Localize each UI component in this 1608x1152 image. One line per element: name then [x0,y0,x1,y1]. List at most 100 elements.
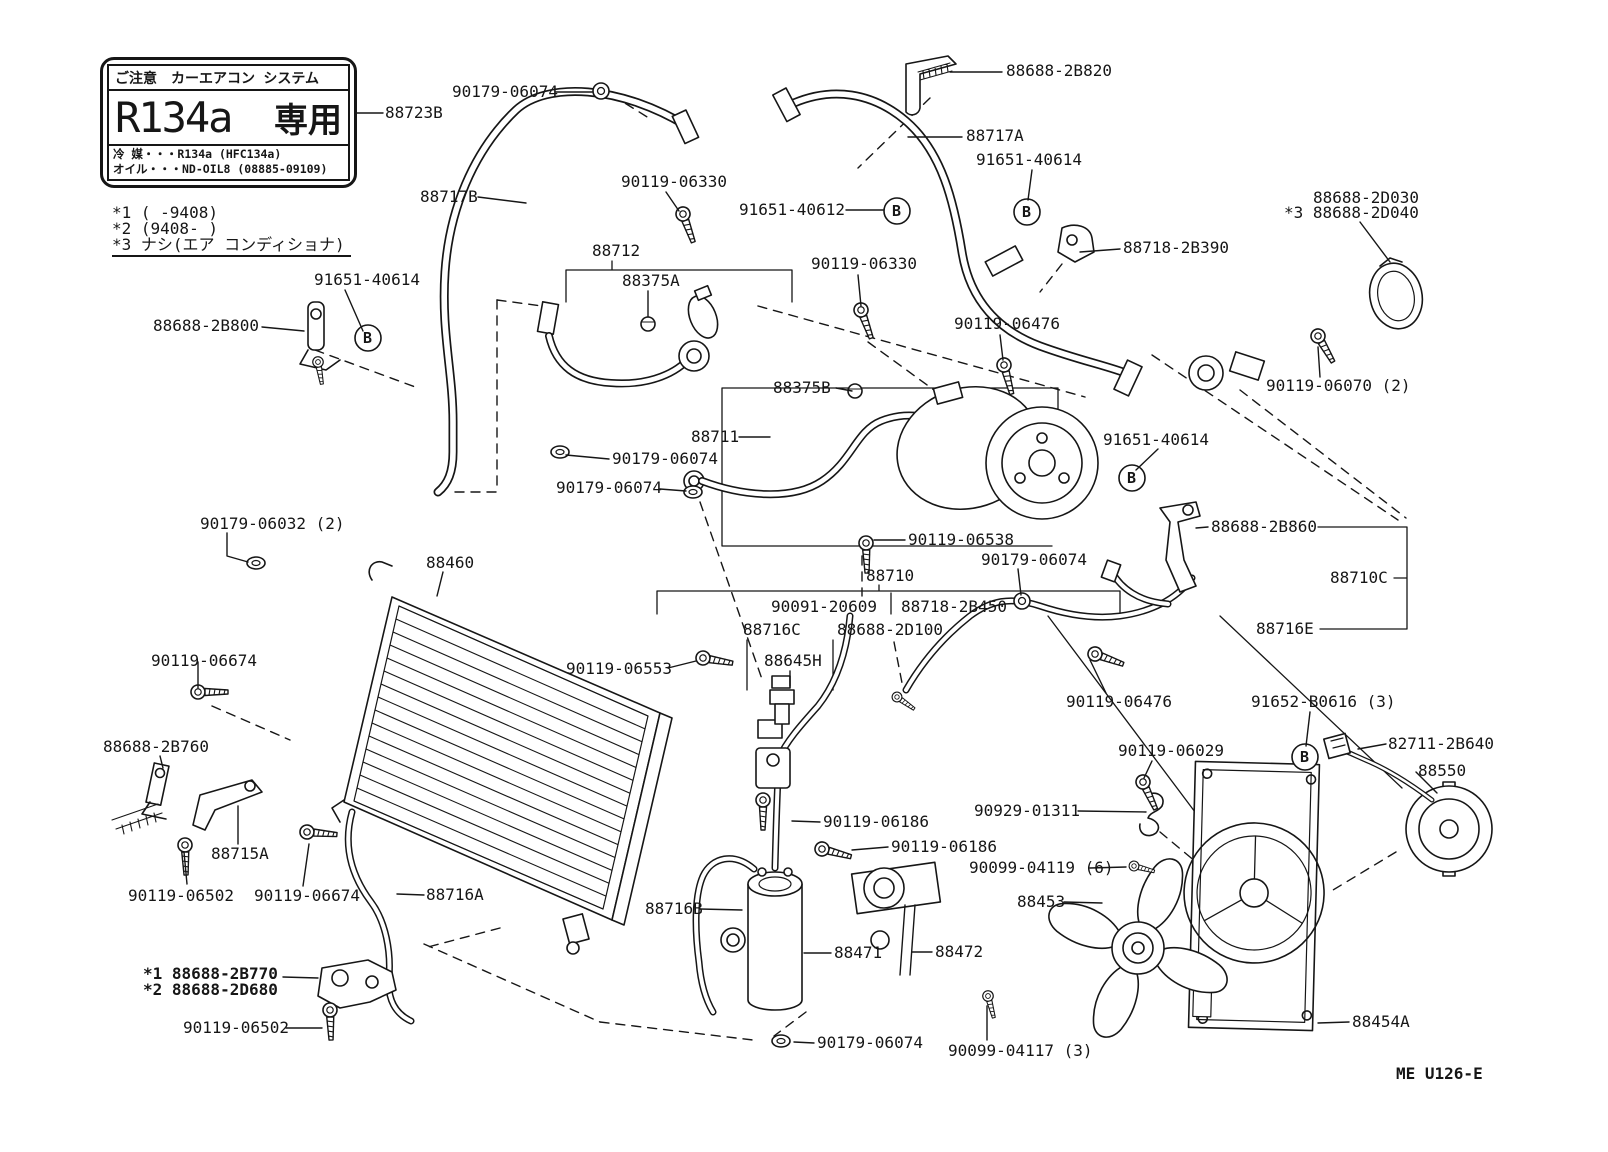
part-label-88716E: 88716E [1256,619,1314,638]
part-label-90119-06330: 90119-06330 [811,254,917,273]
part-label-88717B: 88717B [420,187,478,206]
part-label-88712: 88712 [592,241,641,260]
part-label-90119-06538: 90119-06538 [908,530,1014,549]
footnote-1: *1 ( -9408) [112,203,218,222]
part-label-90119-06476: 90119-06476 [1066,692,1172,711]
part-label-88688-2B760: 88688-2B760 [103,737,209,756]
marker-letter: B [363,329,372,347]
part-label-90179-06032-2-: 90179-06032 (2) [200,514,345,533]
part-label-88718-2B450: 88718-2B450 [901,597,1007,616]
part-label-90119-06674: 90119-06674 [254,886,360,905]
part-label-90099-04117-3-: 90099-04117 (3) [948,1041,1093,1060]
liquid-pipe-right [902,574,1196,694]
clamp-88716C [755,719,791,789]
part-label-91651-40614: 91651-40614 [976,150,1082,169]
part-label-90119-06674: 90119-06674 [151,651,257,670]
discharge-pipe-88717A [771,87,1143,397]
part-label-ME-U126-E: ME U126-E [1396,1064,1483,1083]
part-label-90179-06074: 90179-06074 [612,449,718,468]
leader-lines [159,71,1438,1044]
part-label--1-88688-2B770: *1 88688-2B770 [143,964,278,983]
bracket-88688-2B770 [317,959,397,1009]
part-label-88454A: 88454A [1352,1012,1410,1031]
bracket-88688-2B760 [141,762,170,820]
part-label-90179-06074: 90179-06074 [817,1033,923,1052]
pipe-union-fitting [1188,351,1266,391]
part-label-88711: 88711 [691,427,740,446]
condenser [331,560,673,955]
part-label-88716B: 88716B [645,899,703,918]
part-label-91651-40612: 91651-40612 [739,200,845,219]
part-label-91651-40614: 91651-40614 [314,270,420,289]
part-label-91652-B0616-3-: 91652-B0616 (3) [1251,692,1396,711]
part-label-88471: 88471 [834,943,883,962]
refrigerant-type: R134a [115,93,233,143]
refrigerant-spec-line: 冷 媒・・・R134a (HFC134a) [113,147,282,162]
motor-connector [1322,732,1352,760]
part-label-82711-2B640: 82711-2B640 [1388,734,1494,753]
drier-inlet-pipe [771,612,854,872]
part-label-88688-2B860: 88688-2B860 [1211,517,1317,536]
part-label-90119-06553: 90119-06553 [566,659,672,678]
part-label-88716A: 88716A [426,885,484,904]
part-label-90119-06186: 90119-06186 [823,812,929,831]
pressure-switch-88645H [769,675,795,725]
marker-letter: B [1127,469,1136,487]
footnotes: *1 ( -9408) *2 (9408- ) *3 ナシ(エア コンディショナ… [112,205,351,257]
charge-hose-88712 [536,284,719,388]
part-label-88460: 88460 [426,553,475,572]
part-label-91651-40614: 91651-40614 [1103,430,1209,449]
part-label-88688-2B820: 88688-2B820 [1006,61,1112,80]
part-label-90119-06502: 90119-06502 [183,1018,289,1037]
bracket-88688-2B820 [905,55,957,116]
refrigerant-only: 専用 [274,101,342,142]
suction-pipe-88717B [433,87,700,497]
bracket-88718-2B390 [1057,224,1095,263]
part-label-88550: 88550 [1418,761,1467,780]
clamp-90929-01311 [1138,792,1164,837]
pipe-88716E [1100,559,1172,608]
part-label-90119-06029: 90119-06029 [1118,741,1224,760]
condenser-outlet-pipe [344,808,415,1025]
drier-outlet-pipe [692,855,758,1016]
oil-spec-line: オイル・・・ND-OIL8 (08885-09109) [113,162,328,177]
caution-label: ご注意 [115,71,157,87]
marker-B-circles: B B B B B [354,197,1319,771]
part-label--3-88688-2D040: *3 88688-2D040 [1284,203,1419,222]
marker-letter: B [1300,748,1309,766]
bracket-88472 [720,861,942,976]
part-label-88688-2B800: 88688-2B800 [153,316,259,335]
refrigerant-info-inner: ご注意 カーエアコン システム R134a 専用 冷 媒・・・R134a (HF… [107,64,350,181]
system-label: カーエアコン システム [171,71,320,87]
part-label-88710C: 88710C [1330,568,1388,587]
marker-letter: B [892,202,901,220]
part-label-90119-06502: 90119-06502 [128,886,234,905]
bracket-88688-2B860 [1159,501,1201,593]
part-label-90119-06330: 90119-06330 [621,172,727,191]
part-label-88453: 88453 [1017,892,1066,911]
part-label-88717A: 88717A [966,126,1024,145]
part-label-90119-06070-2-: 90119-06070 (2) [1266,376,1411,395]
part-label-90119-06186: 90119-06186 [891,837,997,856]
receiver-drier [747,867,803,1011]
part-label-88723B: 88723B [385,103,443,122]
part-label-88688-2D030: 88688-2D030 [1313,188,1419,207]
refrigerant-info-box: ご注意 カーエアコン システム R134a 専用 冷 媒・・・R134a (HF… [100,57,357,188]
part-label-88716C: 88716C [743,620,801,639]
part-label-88710: 88710 [866,566,915,585]
compressor [896,381,1099,520]
construction-dashed-lines [211,94,1407,1041]
part-label-90929-01311: 90929-01311 [974,801,1080,820]
footnote-3: *3 ナシ(エア コンディショナ) [112,237,351,257]
part-label-88645H: 88645H [764,651,822,670]
fan-shroud [1183,760,1325,1032]
part-label-90179-06074: 90179-06074 [452,82,558,101]
bracket-88715A [111,779,263,835]
part-label-90099-04119-6-: 90099-04119 (6) [969,858,1114,877]
grouping-brackets [565,260,1408,857]
part-label-90179-06074: 90179-06074 [556,478,662,497]
part-label-88688-2D100: 88688-2D100 [837,620,943,639]
marker-letter: B [1022,203,1031,221]
